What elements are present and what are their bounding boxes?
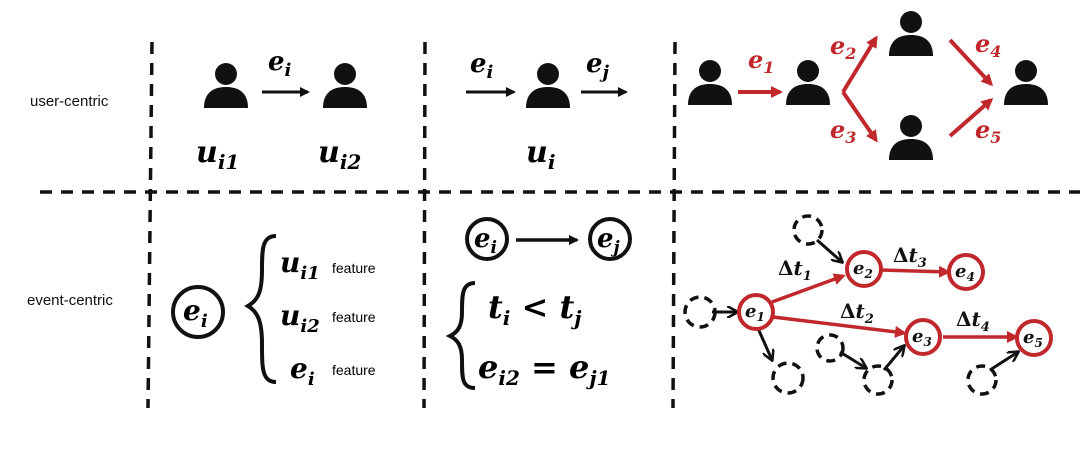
feature-text-1: feature [332, 260, 376, 276]
feature-text-2: feature [332, 309, 376, 325]
event-node-e5 [1015, 319, 1053, 357]
person-icon [889, 11, 933, 56]
row-label-event-centric: event-centric [27, 292, 113, 309]
person-icon [1004, 60, 1048, 105]
person-icon [786, 60, 830, 105]
context-node [771, 361, 805, 395]
row-label-user-centric: user-centric [30, 93, 109, 110]
event-node-e3 [904, 318, 942, 356]
edge-label: ei [268, 47, 292, 81]
delta-label-2: Δt2 [840, 299, 874, 327]
panel-event-graph: e1 e2 e3 e4 e5 Δt1 Δt2 Δt3 Δt4 [683, 214, 1053, 396]
user-label-left: ui1 [196, 135, 239, 174]
event-node-e2 [845, 250, 883, 288]
grid-dividers [40, 41, 1080, 409]
context-node [966, 364, 998, 396]
event-node-from [465, 217, 509, 261]
event-node-to [588, 217, 632, 261]
in-edge-label: ei [470, 49, 494, 83]
divider-vertical-1 [146, 41, 154, 409]
person-icon [688, 60, 732, 105]
edge-e3 [841, 90, 878, 143]
panel-user-pair: ei ui1 ui2 [196, 47, 367, 174]
panel-user-chain: ei ej ui [466, 49, 628, 174]
feature-symbol-2: ui2 [280, 299, 320, 337]
feature-symbol-1: ui1 [280, 246, 320, 284]
edge-label-e2: e2 [830, 31, 856, 63]
edge-dt2 [772, 315, 907, 338]
event-node-e4 [947, 253, 985, 291]
delta-label-3: Δt3 [893, 243, 927, 271]
brace-icon [445, 281, 476, 390]
edge-dt3 [879, 265, 951, 278]
person-icon [889, 115, 933, 160]
event-node-to-label: ej [597, 224, 621, 258]
person-icon [526, 63, 570, 108]
edge-label-e1: e1 [748, 45, 774, 77]
feature-text-3: feature [332, 362, 376, 378]
out-edge-label: ej [586, 49, 610, 83]
feature-symbol-3: ei [290, 352, 315, 390]
context-node [862, 364, 894, 396]
person-icon [323, 63, 367, 108]
edge-e2 [841, 35, 878, 94]
divider-vertical-3 [671, 41, 677, 409]
constraint-2: ei2 = ej1 [478, 348, 610, 390]
context-node [683, 295, 717, 329]
panel-event-features: ei ui1 ui2 ei feature feature feature [171, 234, 376, 390]
brace-icon [244, 234, 277, 384]
event-node-from-label: ei [474, 224, 497, 258]
event-node [171, 285, 225, 339]
panel-user-graph: e1 e2 e3 e4 e5 [688, 11, 1048, 160]
event-node-e1 [737, 293, 775, 331]
delta-label-1: Δt1 [778, 256, 812, 284]
divider-vertical-2 [422, 41, 427, 409]
context-node [792, 214, 824, 246]
event-node-label: ei [183, 294, 208, 332]
edge-dt1 [771, 273, 846, 304]
constraint-1: ti < tj [488, 288, 582, 330]
edge-label-e3: e3 [830, 115, 856, 147]
panel-event-relation: ei ej ti < tj ei2 = ej1 [445, 217, 632, 390]
user-label-right: ui2 [318, 135, 361, 174]
context-node [815, 333, 845, 363]
edge-label-e5: e5 [975, 115, 1001, 147]
edge-label-e4: e4 [975, 29, 1001, 61]
edge-e5 [948, 98, 994, 138]
person-icon [204, 63, 248, 108]
delta-label-4: Δt4 [956, 307, 990, 335]
edge-e4 [948, 38, 994, 87]
user-label: ui [526, 135, 555, 174]
